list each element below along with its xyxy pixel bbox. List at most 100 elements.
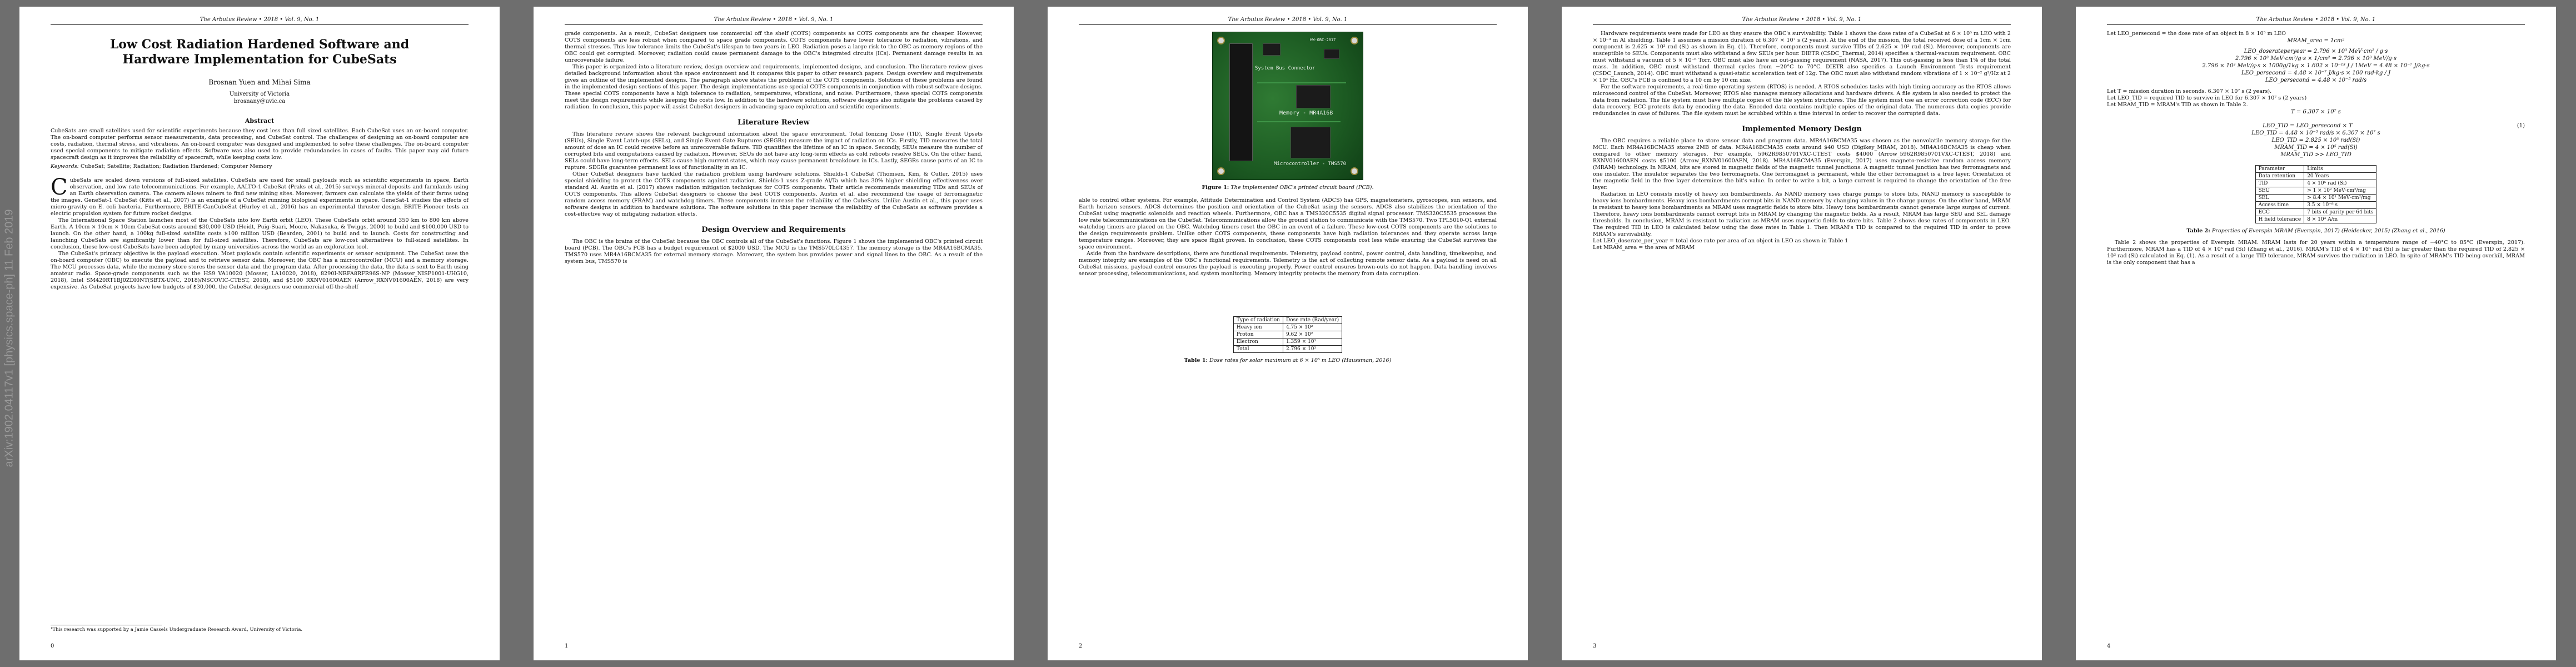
definition-leo-persecond: Let LEO_persecond = the dose rate of an …: [2107, 31, 2286, 37]
page-number: 3: [1593, 643, 1597, 649]
table-cell: ECC: [2255, 208, 2305, 216]
design-paragraph-1: The OBC is the brains of the CubeSat bec…: [565, 238, 983, 265]
table-cell: SEL: [2255, 194, 2305, 202]
page-number: 1: [565, 643, 569, 649]
equation-text: LEO_persecond = 4.48 × 10⁻⁵ rad/s: [2265, 77, 2367, 83]
equation-line: 2.796 × 10³ MeV/g·s × 1000g/1kg × 1.602 …: [2107, 62, 2525, 69]
table-cell: H field tolerance: [2255, 216, 2305, 223]
table-2-caption: Table 2: Properties of Everspin MRAM (Ev…: [2107, 228, 2525, 234]
equation-text: LEO_TID = LEO_persecond × T: [2263, 123, 2353, 129]
equation-line: LEO_TID = 4.48 × 10⁻⁵ rad/s × 6.307 × 10…: [2107, 130, 2525, 137]
section-heading-literature: Literature Review: [738, 118, 810, 127]
table-cell: Data retention: [2255, 172, 2305, 180]
pcb-label-system-bus: System Bus Connector: [1255, 66, 1316, 71]
table-cell: Total: [1233, 345, 1283, 353]
equation-text: 2.796 × 10³ MeV/g·s × 1000g/1kg × 1.602 …: [2202, 63, 2430, 69]
table-header-cell: Limits: [2304, 165, 2377, 173]
memory-chip: [1296, 85, 1331, 108]
mounting-hole: [1217, 167, 1225, 175]
footnote-text: ¹This research was supported by a Jamie …: [51, 627, 303, 633]
p4-paragraph-1: Table 2 shows the properties of Everspin…: [2107, 240, 2525, 266]
watchdog-chip: [1324, 49, 1339, 59]
pcb-trace: [1257, 82, 1346, 83]
table-cell: SEU: [2255, 187, 2305, 195]
table-1-caption: Table 1: Dose rates for solar maximum at…: [1079, 357, 1497, 364]
table-cell: 9.62 × 10²: [1282, 331, 1343, 339]
p1-paragraph-2: This paper is organized into a literatur…: [565, 64, 983, 110]
page-3: The Arbutus Review • 2018 • Vol. 9, No. …: [1562, 7, 2042, 660]
equation-line: LEO_persecond = 4.48 × 10⁻⁷ J/kg·s × 100…: [2107, 69, 2525, 77]
lit-paragraph-1: This literature review shows the relevan…: [565, 131, 983, 171]
p2-paragraph-1: able to control other systems. For examp…: [1079, 197, 1497, 250]
paper-title: Low Cost Radiation Hardened Software and…: [51, 37, 469, 67]
pcb-board-id: HW-OBC-2017: [1310, 38, 1336, 42]
let-mission-duration: Let T = mission duration in seconds. 6.3…: [2107, 88, 2272, 94]
author-email[interactable]: brosnany@uvic.ca: [233, 98, 286, 104]
title-line-1: Low Cost Radiation Hardened Software and: [109, 37, 410, 52]
page-4: The Arbutus Review • 2018 • Vol. 9, No. …: [2076, 7, 2556, 660]
table-label: Table 1:: [1184, 357, 1208, 364]
equation-line: LEO_doserateperyear = 2.796 × 10³ MeV·cm…: [2107, 48, 2525, 55]
table-cell: Proton: [1233, 331, 1283, 339]
figure-1-caption: Figure 1: The implemented OBC's printed …: [1079, 185, 1497, 191]
table-cell: 1.359 × 10³: [1282, 338, 1343, 346]
table-row: SEU> 1 × 10² MeV·cm²/mg: [2255, 187, 2377, 195]
table-cell: > 8.4 × 10¹ MeV·cm²/mg: [2304, 194, 2377, 202]
table-cell: 20 Years: [2304, 172, 2377, 180]
table-cell: Electron: [1233, 338, 1283, 346]
dsp-chip: [1263, 43, 1280, 56]
footnote: ¹This research was supported by a Jamie …: [51, 625, 302, 633]
let-leo-tid: Let LEO_TID = required TID to survive in…: [2107, 95, 2307, 101]
figure-caption-text: The implemented OBC's printed circuit bo…: [1229, 185, 1374, 191]
section-heading-design: Design Overview and Requirements: [701, 226, 846, 234]
equation-line: LEO_TID = 2.825 × 10³ rad(Si): [2107, 137, 2525, 144]
intro-text-1: ubeSats are scaled down versions of full…: [51, 177, 469, 217]
equation-text: MRAM_TID >> LEO_TID: [2280, 152, 2351, 158]
memory-definition-1: Let LEO_doserate_per_year = total dose r…: [1593, 238, 1848, 244]
authors: Brosnan Yuen and Mihai Sima: [208, 78, 311, 86]
equation-text: LEO_TID = 2.825 × 10³ rad(Si): [2271, 137, 2360, 143]
intro-paragraph-2: The International Space Station launches…: [51, 217, 469, 250]
running-head: The Arbutus Review • 2018 • Vol. 9, No. …: [51, 17, 469, 25]
table-cell: 4.75 × 10²: [1282, 323, 1343, 331]
affiliation-name: University of Victoria: [229, 91, 290, 97]
page-1: The Arbutus Review • 2018 • Vol. 9, No. …: [534, 7, 1014, 660]
memory-paragraph-2: Radiation in LEO consists mostly of heav…: [1593, 191, 2011, 237]
table-row: SEL> 8.4 × 10¹ MeV·cm²/mg: [2255, 194, 2377, 202]
section-heading-memory: Implemented Memory Design: [1742, 125, 1862, 133]
equation-line: MRAM_TID >> LEO_TID: [2107, 151, 2525, 158]
arxiv-id: arXiv:1902.04117v1 [physics.space-ph] 11…: [3, 209, 16, 467]
running-head: The Arbutus Review • 2018 • Vol. 9, No. …: [1079, 17, 1497, 25]
pcb-trace: [1257, 121, 1341, 122]
table-header-cell: Type of radiation: [1233, 316, 1283, 324]
mounting-hole: [1351, 37, 1358, 44]
table-cell: TID: [2255, 180, 2305, 187]
running-head: The Arbutus Review • 2018 • Vol. 9, No. …: [565, 17, 983, 25]
table-caption-text: Properties of Everspin MRAM (Everspin, 2…: [2210, 228, 2445, 234]
abstract-heading: Abstract: [245, 117, 275, 125]
p3-paragraph-2: For the software requirements, a real-ti…: [1593, 84, 2011, 117]
running-head: The Arbutus Review • 2018 • Vol. 9, No. …: [1593, 17, 2011, 25]
table-caption-text: Dose rates for solar maximum at 6 × 10⁵ …: [1208, 357, 1392, 364]
table-header-cell: Parameter: [2255, 165, 2305, 173]
table-cell: 7 bits of parity per 64 bits: [2304, 208, 2377, 216]
equation-text: T = 6.307 × 10⁷ s: [2291, 109, 2341, 115]
keywords-label: Keywords:: [51, 163, 79, 170]
table-cell: 3.5 × 10⁻⁸ s: [2304, 201, 2377, 209]
p1-paragraph-1: grade components. As a result, CubeSat d…: [565, 31, 983, 63]
figure-label: Figure 1:: [1202, 185, 1229, 191]
equation-text: MRAM_TID = 4 × 10⁵ rad(Si): [2274, 145, 2358, 151]
pcb-label-memory: Memory - MR4A16B: [1279, 110, 1333, 116]
mounting-hole: [1217, 37, 1225, 44]
page-number: 0: [51, 643, 54, 649]
page-number: 4: [2107, 643, 2111, 649]
